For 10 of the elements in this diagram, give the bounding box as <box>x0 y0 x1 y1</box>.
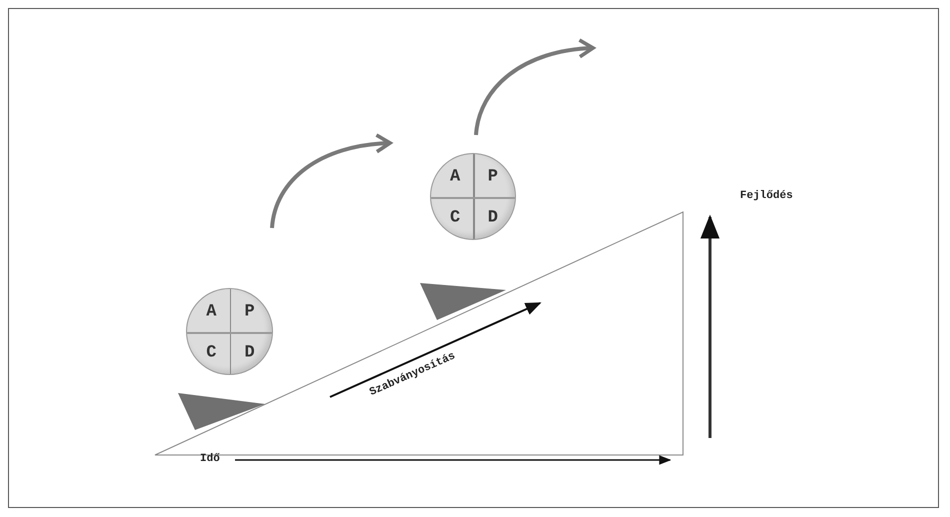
quadrant-letter: P <box>488 168 498 186</box>
quadrant-letter: P <box>244 304 255 321</box>
quadrant-letter: C <box>450 209 460 226</box>
quadrant-letter: C <box>206 344 216 361</box>
axis-label: Fejlődés <box>740 190 793 202</box>
quadrant-letter: A <box>206 304 216 321</box>
quadrant-letter: A <box>450 168 460 186</box>
quadrant-letter: D <box>488 209 498 226</box>
quadrant-letter: D <box>244 344 255 361</box>
axis-label: Idő <box>200 453 220 465</box>
